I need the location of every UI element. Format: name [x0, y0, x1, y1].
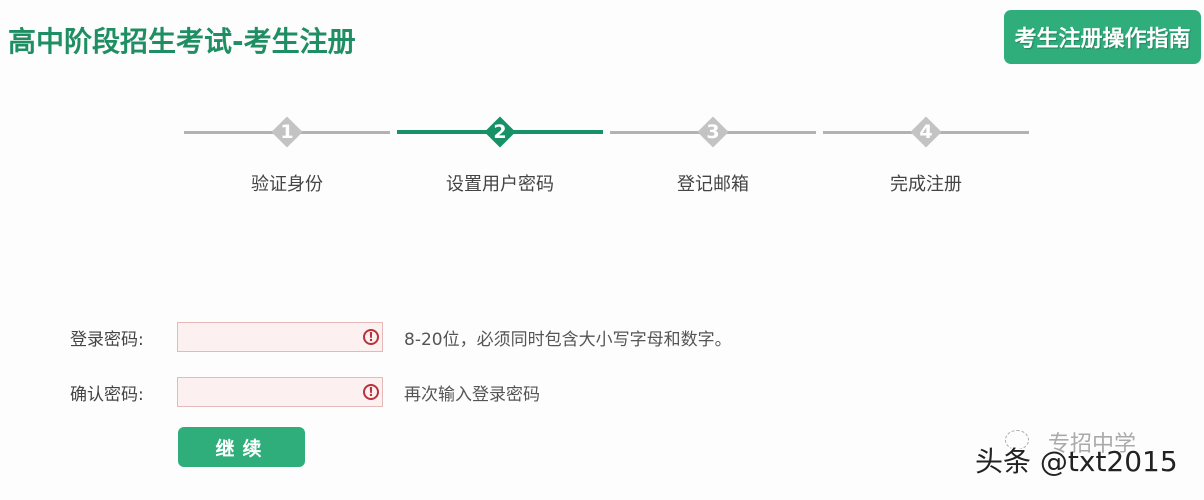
registration-stepper: 1 2 3 4 验证身份 设置用户密码 登记邮箱 完成注册 [0, 0, 1204, 220]
confirm-password-label: 确认密码: [70, 385, 144, 405]
step-1-label: 验证身份 [251, 174, 323, 195]
password-label: 登录密码: [70, 330, 144, 350]
watermark-logo-icon [1005, 430, 1029, 450]
step-3-diamond-icon: 3 [697, 116, 729, 148]
continue-button[interactable]: 继续 [178, 427, 305, 467]
watermark: 头条 @txt2015 [975, 445, 1178, 478]
page-title: 高中阶段招生考试-考生注册 [8, 25, 356, 58]
step-2-label: 设置用户密码 [446, 174, 554, 195]
password-input[interactable] [177, 322, 383, 352]
confirm-password-input[interactable] [177, 377, 383, 407]
step-2-number: 2 [493, 120, 507, 143]
step-2-diamond-icon: 2 [484, 116, 516, 148]
confirm-password-hint: 再次输入登录密码 [404, 385, 540, 405]
confirm-password-error-icon: ! [363, 384, 379, 400]
registration-guide-button[interactable]: 考生注册操作指南 [1004, 10, 1201, 64]
step-4-number: 4 [919, 120, 933, 143]
password-error-icon: ! [363, 329, 379, 345]
step-4-diamond-icon: 4 [910, 116, 942, 148]
password-hint: 8-20位，必须同时包含大小写字母和数字。 [404, 330, 732, 350]
watermark-subtext: 专招中学 [1048, 432, 1137, 457]
step-3-number: 3 [706, 120, 720, 143]
step-1-diamond-icon: 1 [271, 116, 303, 148]
step-3-label: 登记邮箱 [677, 174, 749, 195]
step-4-label: 完成注册 [890, 174, 962, 195]
step-1-number: 1 [280, 120, 294, 143]
